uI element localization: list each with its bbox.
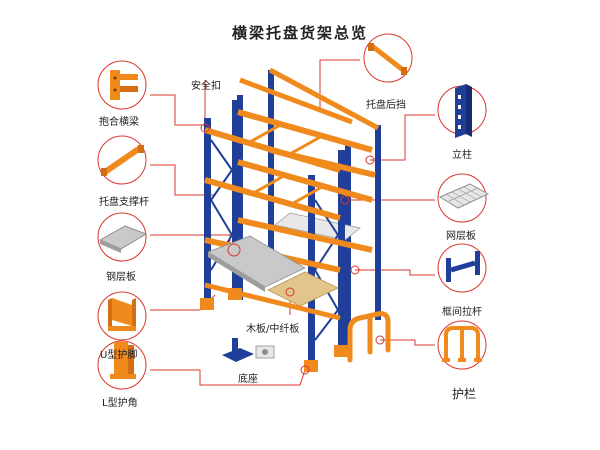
label-upright: 立柱	[452, 150, 472, 161]
rack	[200, 67, 391, 372]
callout-circles	[97, 33, 487, 390]
rack-markers	[200, 123, 385, 375]
label-safety-pin: 安全扣	[191, 81, 221, 92]
steel-deck-part-icon	[98, 225, 148, 253]
label-steel-deck: 钢层板	[106, 272, 136, 283]
wire-deck-part-icon	[438, 183, 490, 209]
label-frame-spacer: 框间拉杆	[442, 307, 482, 318]
label-guard-rail: 护栏	[452, 387, 477, 401]
guard-rail	[347, 311, 391, 363]
label-back-stop: 托盘后挡	[366, 100, 406, 111]
pallet-support-part-icon	[101, 145, 144, 176]
beam-part-icon	[110, 70, 138, 100]
label-base-plate: 底座	[238, 374, 258, 385]
guard-rail-part-icon	[442, 326, 482, 362]
l-guard-part-icon	[110, 342, 136, 379]
anchor-bolt-icon	[255, 345, 275, 359]
label-u-guard: U型护脚	[100, 350, 138, 361]
front-uprights	[204, 100, 345, 370]
back-stop-part-icon	[368, 43, 407, 75]
u-guard-part-icon	[108, 298, 136, 331]
wood-deck	[267, 271, 339, 307]
frame-spacer-part-icon	[446, 251, 480, 282]
pallet-supports	[249, 122, 323, 207]
label-pallet-support: 托盘支撑杆	[99, 197, 149, 208]
beam-part-circle	[97, 60, 147, 110]
top-beams	[239, 67, 380, 131]
base-plates	[200, 288, 348, 372]
base-plate-icon	[222, 338, 254, 362]
title: 横梁托盘货架总览	[231, 24, 368, 42]
upright-part-icon	[455, 84, 472, 138]
label-beam: 抱合横梁	[99, 117, 139, 128]
label-wire-deck: 网层板	[446, 231, 476, 242]
label-wood-deck: 木板/中纤板	[246, 324, 300, 335]
label-l-guard: L型护角	[102, 398, 138, 409]
